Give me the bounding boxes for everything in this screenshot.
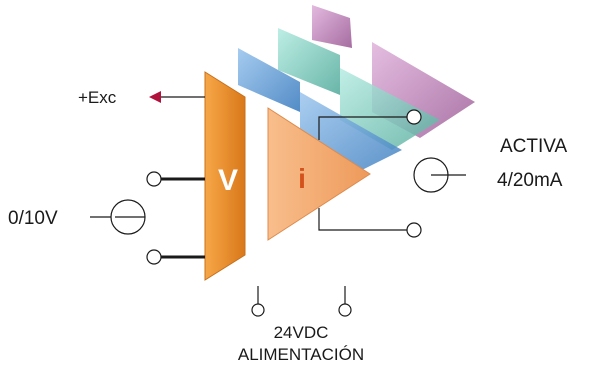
output-terminal-top: [406, 109, 422, 125]
blue-band-top: [238, 48, 300, 112]
output-lead-top: [318, 116, 408, 140]
supply-label: ALIMENTACIÓN: [238, 345, 364, 364]
input-terminal-top: [146, 171, 162, 187]
supply-terminal-right: [338, 303, 352, 317]
output-terminal-bottom: [406, 222, 422, 238]
output-range-label: 4/20mA: [497, 170, 563, 191]
supply-terminal-left: [251, 303, 265, 317]
input-terminal-bottom: [146, 249, 162, 265]
output-lead-bottom: [318, 208, 408, 231]
current-stage-triangle: [267, 107, 371, 241]
excitation-label: +Exc: [78, 88, 117, 107]
voltage-stage-block: [204, 71, 246, 281]
teal-band-top: [278, 28, 340, 95]
background-bands: [238, 5, 475, 172]
purple-band-top: [312, 5, 352, 48]
supply-voltage-label: 24VDC: [274, 323, 329, 342]
voltage-stage-letter: V: [218, 164, 238, 197]
output-type-label: ACTIVA: [500, 136, 568, 157]
input-range-label: 0/10V: [8, 208, 58, 229]
excitation-arrowhead: [149, 91, 161, 103]
current-stage-letter: i: [298, 163, 306, 194]
